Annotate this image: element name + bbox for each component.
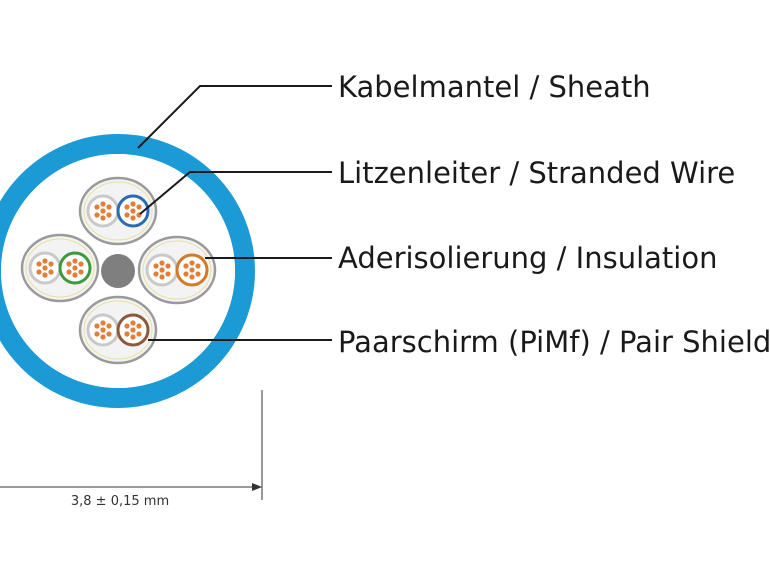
- conductor-strand: [66, 269, 72, 275]
- conductor-strand: [124, 212, 130, 218]
- pair-top: [78, 176, 158, 246]
- conductor-strand: [94, 204, 100, 210]
- leader-line-stranded-wire: [139, 171, 332, 215]
- conductor-strand: [130, 320, 136, 326]
- conductor-strand: [183, 263, 189, 269]
- conductor-strand: [66, 261, 72, 267]
- pair-shield-foil-bottom: [83, 300, 153, 360]
- conductor-strand: [100, 320, 106, 326]
- conductor-strand: [72, 258, 78, 264]
- conductor-strand: [100, 215, 106, 221]
- conductor-strand: [78, 269, 84, 275]
- conductor-strand: [106, 204, 112, 210]
- conductor-strand: [94, 323, 100, 329]
- conductor-strand: [72, 265, 78, 271]
- conductor-strand: [100, 334, 106, 340]
- conductor-strand: [36, 269, 42, 275]
- conductor-strand: [42, 272, 48, 278]
- conductor-strand: [183, 271, 189, 277]
- pair-shield-foil-right: [142, 240, 212, 300]
- conductor-strand: [106, 323, 112, 329]
- label-sheath: Kabelmantel / Sheath: [338, 70, 651, 104]
- conductor-strand: [165, 263, 171, 269]
- cable-sheath: [0, 134, 255, 408]
- conductor-strand: [100, 201, 106, 207]
- conductor-strand: [36, 261, 42, 267]
- label-pair-shield: Paarschirm (PiMf) / Pair Shield: [338, 325, 770, 359]
- pair-bottom: [78, 295, 158, 365]
- conductor-strand: [124, 323, 130, 329]
- conductor-strand: [124, 331, 130, 337]
- twisted-pairs-group: [20, 176, 217, 365]
- conductor-strand: [106, 212, 112, 218]
- center-filler: [101, 254, 135, 288]
- conductor-strand: [94, 212, 100, 218]
- conductor-strand: [189, 260, 195, 266]
- conductor-strand: [159, 260, 165, 266]
- conductor-strand: [48, 261, 54, 267]
- conductor-strand: [153, 263, 159, 269]
- label-insulation: Aderisolierung / Insulation: [338, 241, 717, 275]
- conductor-strand: [153, 271, 159, 277]
- conductor-strand: [130, 327, 136, 333]
- pair-shield-foil-top: [83, 181, 153, 241]
- conductor-strand: [159, 274, 165, 280]
- conductor-strand: [130, 215, 136, 221]
- conductor-strand: [94, 331, 100, 337]
- conductor-strand: [189, 267, 195, 273]
- conductor-strand: [136, 323, 142, 329]
- conductor-strand: [42, 258, 48, 264]
- conductor-strand: [136, 331, 142, 337]
- pair-right: [137, 235, 217, 305]
- conductor-strand: [130, 201, 136, 207]
- pair-shield-foil-left: [25, 238, 95, 298]
- leader-line-sheath: [137, 85, 332, 149]
- conductor-strand: [100, 208, 106, 214]
- pair-left: [20, 233, 100, 303]
- dimension-label: 3,8 ± 0,15 mm: [71, 494, 169, 509]
- conductor-strand: [136, 204, 142, 210]
- conductor-strand: [165, 271, 171, 277]
- conductor-strand: [124, 204, 130, 210]
- conductor-strand: [106, 331, 112, 337]
- conductor-strand: [189, 274, 195, 280]
- conductor-strand: [195, 271, 201, 277]
- conductor-strand: [195, 263, 201, 269]
- conductor-strand: [100, 327, 106, 333]
- label-stranded-wire: Litzenleiter / Stranded Wire: [338, 156, 735, 190]
- dimension-arrow-icon: [252, 483, 262, 491]
- conductor-strand: [130, 334, 136, 340]
- conductor-strand: [78, 261, 84, 267]
- conductor-strand: [42, 265, 48, 271]
- conductor-strand: [72, 272, 78, 278]
- conductor-strand: [48, 269, 54, 275]
- conductor-strand: [159, 267, 165, 273]
- conductor-strand: [130, 208, 136, 214]
